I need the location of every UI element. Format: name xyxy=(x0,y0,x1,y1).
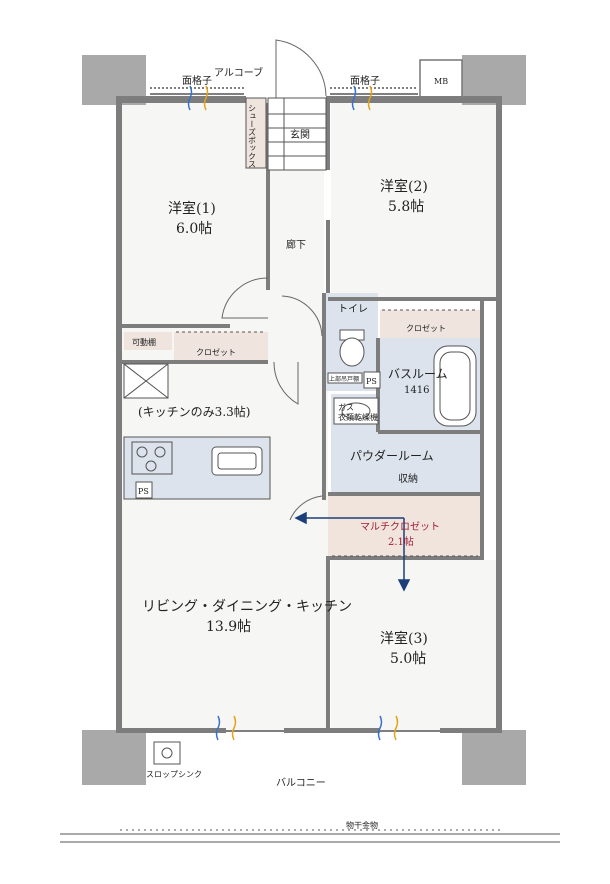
column-bottom-left xyxy=(82,730,146,785)
washbasin-bowl xyxy=(341,402,371,420)
label-powder-room: パウダールーム xyxy=(350,448,434,463)
stove-top xyxy=(131,441,173,475)
wall-cabinet-box xyxy=(327,372,363,384)
ps-boxes xyxy=(135,371,381,499)
closet-left-floor xyxy=(174,332,268,360)
windows xyxy=(150,87,440,732)
doors xyxy=(221,39,327,521)
kitchen-sink-inner xyxy=(217,452,257,470)
label-room1-name: 洋室(1) xyxy=(168,200,216,217)
label-slop-sink: スロップシンク xyxy=(146,770,202,779)
label-movable-shelf: 可動棚 xyxy=(132,337,156,347)
label-grille-right: 面格子 xyxy=(350,74,380,87)
label-room2-name: 洋室(2) xyxy=(380,178,428,195)
ldk-door-swing xyxy=(273,361,299,405)
column-bottom-right xyxy=(462,730,526,785)
label-alcove: アルコーブ xyxy=(214,66,263,79)
entrance-box xyxy=(267,97,327,171)
front-door-swing xyxy=(275,39,327,98)
airflow-markers xyxy=(187,85,399,741)
structure xyxy=(82,55,526,785)
airflow-icon-5 xyxy=(215,715,221,741)
room3-floor xyxy=(331,560,496,730)
label-gas-dryer-2: 衣類乾燥機 xyxy=(338,412,378,422)
access-arrows xyxy=(294,511,411,592)
slop-sink-drain xyxy=(161,747,173,759)
label-entrance: 玄関 xyxy=(290,128,310,141)
label-room3-name: 洋室(3) xyxy=(380,630,428,647)
label-grille-left: 面格子 xyxy=(182,74,212,87)
airflow-icon-4 xyxy=(367,85,373,111)
label-balcony: バルコニー xyxy=(276,777,326,789)
airflow-icon-7 xyxy=(377,715,383,741)
corridor-door-swing xyxy=(281,295,323,337)
shelf-floor xyxy=(124,332,172,350)
arrow-room3-head xyxy=(397,579,411,592)
label-closet-right: クロゼット xyxy=(406,323,446,333)
wall-bottom-left xyxy=(116,728,226,733)
wall-bottom-mid xyxy=(284,728,380,733)
shoebox-floor xyxy=(246,98,266,168)
label-ps-lower: PS xyxy=(138,487,149,496)
room1-door-swing xyxy=(221,277,269,319)
wall-left xyxy=(116,96,122,730)
room-fills xyxy=(122,98,496,730)
label-ldk-size: 13.9帖 xyxy=(206,619,251,635)
slop-sink-basin xyxy=(153,741,181,765)
label-wall-cabinet: 上部吊戸棚 xyxy=(329,375,359,383)
label-bathroom: バスルーム xyxy=(388,367,448,381)
shoebox-outline xyxy=(245,97,267,169)
airflow-icon-1 xyxy=(187,85,193,111)
fridge-cross-b xyxy=(123,363,169,399)
arrow-ldk-head xyxy=(294,511,307,525)
bathtub-inner xyxy=(439,351,471,421)
label-ldk-name: リビング・ダイニング・キッチン xyxy=(142,599,352,615)
airflow-icon-2 xyxy=(203,85,209,111)
label-multi-closet-size: 2.1帖 xyxy=(388,535,414,548)
label-clothes-hanger: 物干金物 xyxy=(346,820,378,830)
label-room3-size: 5.0帖 xyxy=(390,651,426,667)
room3-door-swing xyxy=(289,495,323,521)
label-bath-size: 1416 xyxy=(404,385,429,396)
label-ps-upper: PS xyxy=(366,377,377,386)
label-room1-size: 6.0帖 xyxy=(176,221,212,237)
wall-bottom-right xyxy=(440,728,502,733)
label-shoe-box: シューズボックス xyxy=(248,104,257,168)
room1-floor xyxy=(122,103,268,318)
room2-floor xyxy=(331,103,496,299)
wall-top-right xyxy=(326,96,502,103)
closet-right-floor xyxy=(380,310,480,338)
label-mb: MB xyxy=(434,77,448,86)
label-toilet: トイレ xyxy=(338,304,368,315)
airflow-icon-6 xyxy=(231,715,237,741)
stove-burner-3 xyxy=(145,460,157,472)
label-gas-dryer-1: ガス xyxy=(338,402,354,412)
interior-walls xyxy=(122,103,496,730)
gas-dryer-box xyxy=(333,397,379,425)
bathtub xyxy=(433,345,477,427)
labels: アルコーブ 面格子 面格子 MB シューズボックス 玄関 洋室(1) 6.0帖 … xyxy=(132,66,448,830)
label-room2-size: 5.8帖 xyxy=(388,199,424,215)
stove-burner-2 xyxy=(154,446,166,458)
wall-right xyxy=(496,96,502,730)
stove-burner-1 xyxy=(136,446,148,458)
label-storage: 収納 xyxy=(398,472,418,485)
toilet-bowl xyxy=(339,337,365,367)
label-closet-left: クロゼット xyxy=(196,347,236,357)
label-multi-closet-name: マルチクロゼット xyxy=(360,521,440,533)
airflow-icon-8 xyxy=(393,715,399,741)
label-corridor: 廊下 xyxy=(286,238,306,251)
kitchen-sink xyxy=(211,446,263,476)
ps-box-upper xyxy=(363,371,381,389)
entrance-area xyxy=(245,97,327,171)
label-kitchen-only: (キッチンのみ3.3帖) xyxy=(138,404,250,419)
wall-top-left xyxy=(116,96,246,103)
airflow-icon-3 xyxy=(351,85,357,111)
ps-box-lower xyxy=(135,481,153,499)
